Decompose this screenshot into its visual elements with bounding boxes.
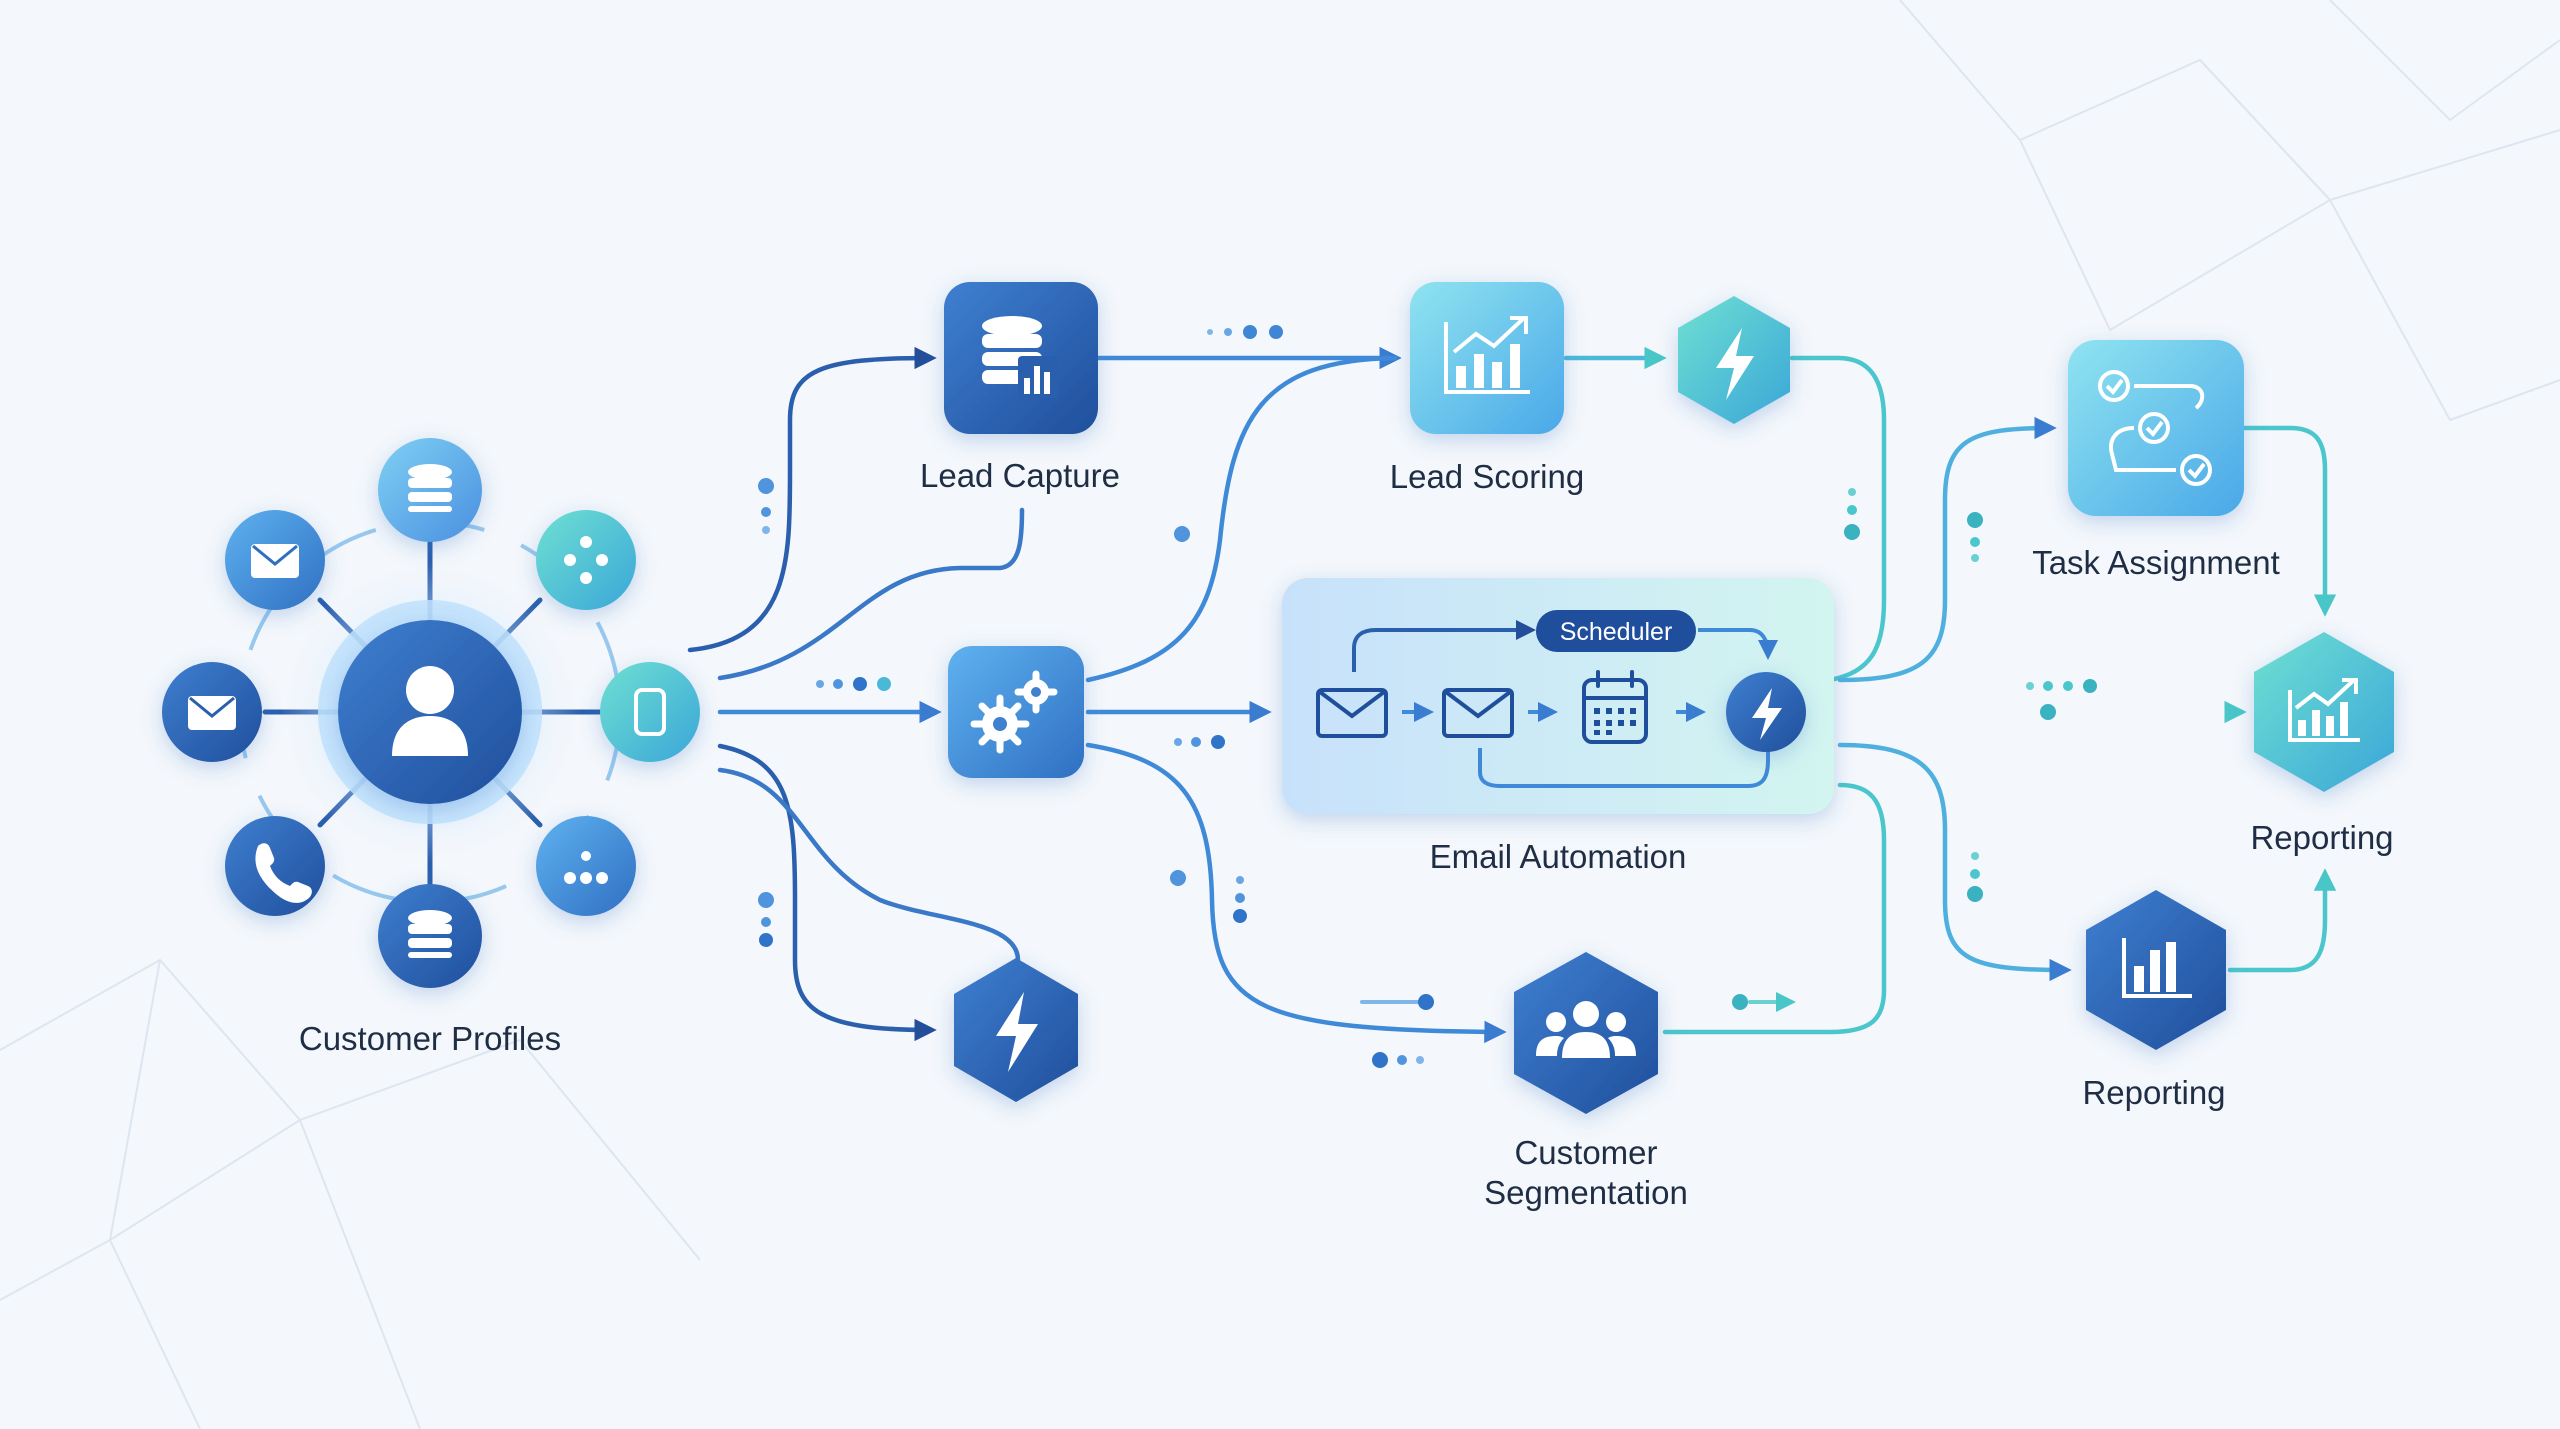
database-chart-icon <box>982 316 1058 398</box>
lead-scoring-label: Lead Scoring <box>1390 458 1584 495</box>
satellite-network-top-right <box>536 510 636 610</box>
email-automation-label: Email Automation <box>1430 838 1687 875</box>
satellite-mail-left <box>162 662 262 762</box>
satellite-nodes-bottom-right <box>536 816 636 916</box>
satellite-phone-right <box>600 662 700 762</box>
nodes-icon <box>564 851 608 884</box>
calendar-icon <box>1582 670 1648 744</box>
gears-icon <box>970 670 1058 754</box>
lead-capture-node: Lead Capture <box>920 282 1120 494</box>
customer-segmentation-label-line2: Segmentation <box>1484 1174 1688 1211</box>
lightning-icon <box>1716 328 1754 400</box>
dot-trails <box>758 325 2097 1068</box>
mail-icon <box>251 544 299 578</box>
reporting-bottom-label: Reporting <box>2082 1074 2225 1111</box>
reporting-top-label: Reporting <box>2250 819 2393 856</box>
email-automation-panel: Scheduler Email Automati <box>1282 578 1834 875</box>
users-group-icon <box>1536 1001 1636 1058</box>
mail-icon <box>1442 688 1514 738</box>
satellite-database-bottom <box>378 884 482 988</box>
satellite-mail-top-left <box>225 510 325 610</box>
workflow-check-icon <box>2098 370 2212 486</box>
task-assignment-label: Task Assignment <box>2032 544 2280 581</box>
reporting-top-node: Reporting <box>2250 632 2394 856</box>
scheduler-label: Scheduler <box>1560 618 1673 646</box>
connectors <box>687 346 2337 1044</box>
user-icon <box>392 666 468 756</box>
lightning-icon <box>1752 688 1782 740</box>
database-icon <box>408 910 452 958</box>
phone-icon <box>634 688 666 736</box>
satellite-call-bottom-left <box>225 816 325 916</box>
chart-up-icon <box>1444 316 1530 394</box>
customer-profiles-cluster: Customer Profiles <box>162 438 700 1057</box>
lead-capture-label: Lead Capture <box>920 457 1120 494</box>
scheduler-badge <box>1536 610 1696 652</box>
lightning-top-node <box>1678 296 1790 424</box>
lightning-icon <box>996 992 1038 1072</box>
task-assignment-node: Task Assignment <box>2032 340 2280 581</box>
chart-up-icon <box>2288 678 2360 742</box>
mail-icon <box>1316 688 1388 738</box>
lead-scoring-node: Lead Scoring <box>1390 282 1584 495</box>
mail-icon <box>188 696 236 730</box>
bar-chart-icon <box>2122 938 2192 998</box>
customer-segmentation-label-line1: Customer <box>1514 1134 1657 1171</box>
network-icon <box>564 536 608 584</box>
customer-profiles-label: Customer Profiles <box>299 1020 561 1057</box>
satellite-database-top <box>378 438 482 542</box>
customer-segmentation-node: Customer Segmentation <box>1484 952 1688 1211</box>
database-icon <box>408 464 452 512</box>
lightning-bottom-node <box>954 958 1078 1102</box>
gears-node <box>948 646 1084 778</box>
reporting-bottom-node: Reporting <box>2082 890 2226 1111</box>
call-icon <box>255 843 312 903</box>
